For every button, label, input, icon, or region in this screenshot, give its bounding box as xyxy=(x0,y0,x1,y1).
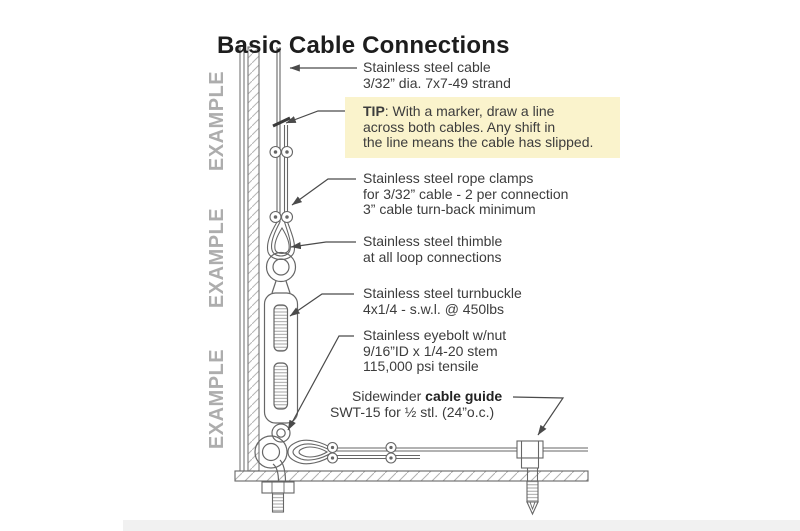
wall-post xyxy=(239,46,260,472)
watermark-example-3: EXAMPLE xyxy=(206,348,228,450)
label-line: Stainless steel turnbuckle xyxy=(363,285,522,301)
label-rope-clamps: Stainless steel rope clamps for 3/32” ca… xyxy=(363,170,569,218)
rope-clamps-horizontal xyxy=(326,441,397,464)
label-line: Stainless steel cable xyxy=(363,59,491,75)
rope-clamps-vertical xyxy=(269,145,294,224)
label-line: 4x1/4 - s.w.l. @ 450lbs xyxy=(363,300,505,317)
cable-guide xyxy=(516,440,544,516)
label-line: 3/32” dia. 7x7-49 strand xyxy=(363,74,511,91)
label-thimble: Stainless steel thimble at all loop conn… xyxy=(363,233,503,265)
tip-bold-label: TIP xyxy=(363,103,385,119)
page-title: Basic Cable Connections xyxy=(217,32,510,60)
bottom-rail xyxy=(234,470,589,482)
turnbuckle xyxy=(263,251,299,443)
label-line: Sidewinder cable guide xyxy=(352,388,503,405)
label-line: 115,000 psi tensile xyxy=(363,358,479,374)
leader-arrow-guide xyxy=(512,396,565,436)
thimble-vertical xyxy=(266,221,296,261)
label-turnbuckle: Stainless steel turnbuckle 4x1/4 - s.w.l… xyxy=(363,285,522,317)
label-guide-pre: Sidewinder xyxy=(352,388,426,404)
leader-arrow-eyebolt xyxy=(287,335,354,431)
label-line: Stainless steel rope clamps xyxy=(363,170,534,186)
leader-arrows xyxy=(285,64,565,436)
label-eyebolt: Stainless eyebolt w/nut 9/16”ID x 1/4-20… xyxy=(363,327,507,375)
watermark-example-2: EXAMPLE xyxy=(206,207,228,309)
watermark-example-1: EXAMPLE xyxy=(206,70,228,172)
label-stainless-cable: Stainless steel cable 3/32” dia. 7x7-49 … xyxy=(363,59,511,91)
label-line: Stainless eyebolt w/nut xyxy=(363,327,507,343)
tip-line: across both cables. Any shift in xyxy=(363,118,556,135)
leader-arrow-clamps xyxy=(291,178,356,206)
label-cable-guide: Sidewinder cable guide SWT-15 for ½ stl.… xyxy=(330,388,503,420)
tip-line-rest: : With a marker, draw a line xyxy=(384,103,555,119)
leader-arrow-turnbuckle xyxy=(289,293,354,317)
tip-text: TIP: With a marker, draw a line across b… xyxy=(363,103,594,151)
label-line: 3” cable turn-back minimum xyxy=(363,201,536,217)
label-line: SWT-15 for ½ stl. (24”o.c.) xyxy=(330,403,495,420)
horizontal-cable xyxy=(287,439,588,465)
eyebolt xyxy=(254,435,295,513)
image-bottom-edge xyxy=(123,520,800,531)
label-line: at all loop connections xyxy=(363,248,502,265)
tip-line: the line means the cable has slipped. xyxy=(363,134,594,150)
tip-line: TIP: With a marker, draw a line xyxy=(363,103,593,120)
label-guide-bold: cable guide xyxy=(425,388,503,404)
leader-arrow-tip xyxy=(285,110,357,124)
label-line: for 3/32” cable - 2 per connection xyxy=(363,185,569,202)
label-line: Stainless steel thimble xyxy=(363,233,503,249)
tip-callout-box: TIP: With a marker, draw a line across b… xyxy=(345,97,620,158)
leader-arrow-thimble xyxy=(290,241,356,250)
vertical-cable xyxy=(272,47,291,222)
label-line: 9/16”ID x 1/4-20 stem xyxy=(363,342,498,359)
